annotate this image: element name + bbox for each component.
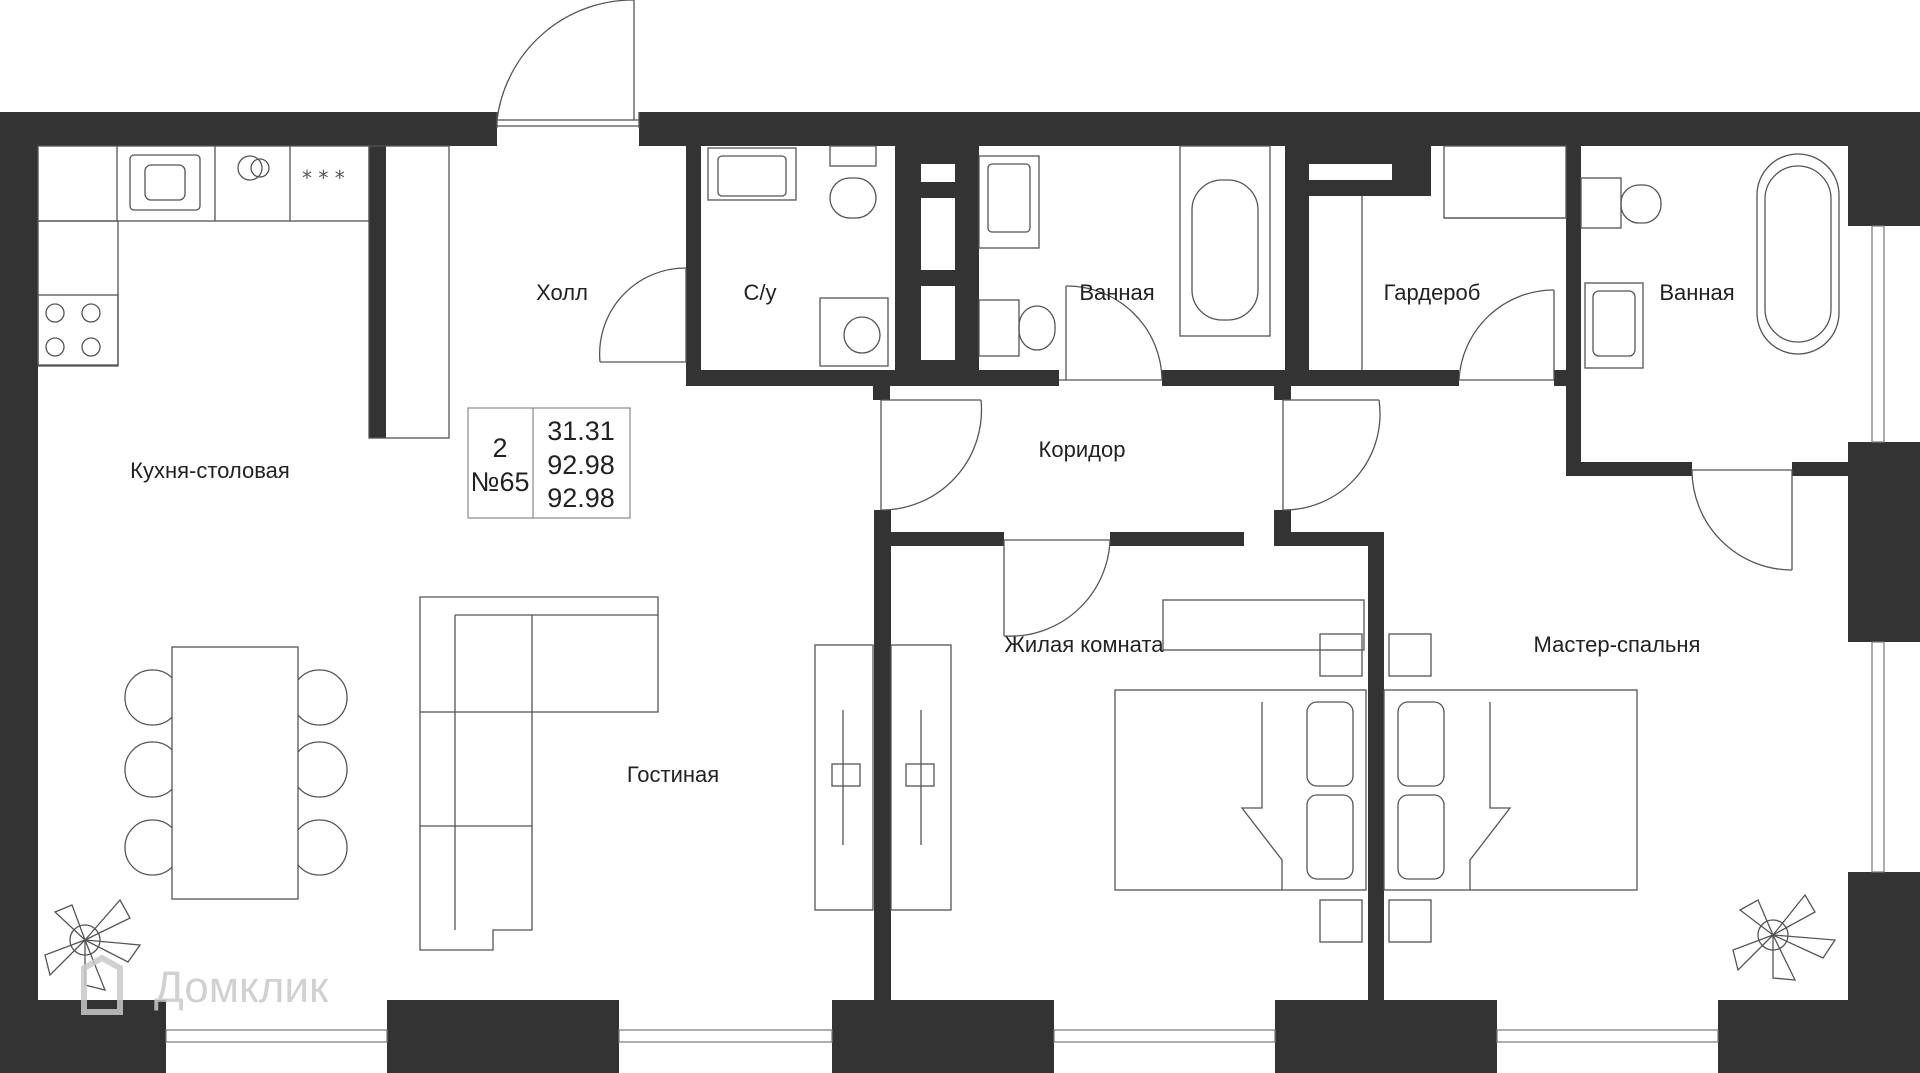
label-bath-1: Ванная — [1079, 280, 1154, 305]
apartment-number: №65 — [471, 467, 530, 497]
interior-walls — [369, 146, 1848, 1000]
label-kitchen: Кухня-столовая — [130, 458, 290, 483]
domclick-logo-icon — [81, 954, 123, 1015]
label-master: Мастер-спальня — [1534, 632, 1701, 657]
beds — [1114, 599, 1638, 943]
total-area-2: 92.98 — [547, 483, 615, 513]
tv-units — [814, 644, 952, 911]
svg-text:* * *: * * * — [302, 166, 345, 190]
plant-icon-left — [44, 898, 142, 991]
label-hall: Холл — [536, 280, 588, 305]
apartment-info: 2 №65 31.31 92.98 92.98 — [467, 407, 631, 519]
total-area: 92.98 — [547, 450, 615, 480]
sofa — [419, 596, 659, 951]
dining-set — [124, 646, 348, 900]
windows — [165, 225, 1885, 1043]
bathroom-fixtures — [707, 145, 1840, 370]
kitchen-fixtures: * * * — [37, 145, 450, 439]
rooms-count: 2 — [492, 433, 507, 463]
label-wardrobe: Гардероб — [1384, 280, 1481, 305]
label-wc: С/у — [744, 280, 777, 305]
watermark: Домклик — [81, 954, 329, 1015]
label-living: Гостиная — [627, 762, 719, 787]
room-labels: Кухня-столовая Холл С/у Ванная Гардероб … — [130, 280, 1735, 787]
outer-walls — [0, 112, 1920, 1073]
doors — [496, 0, 1793, 637]
living-area: 31.31 — [547, 416, 615, 446]
label-bedroom: Жилая комната — [1005, 632, 1165, 657]
watermark-text: Домклик — [154, 963, 329, 1012]
plant-icon-right — [1732, 893, 1837, 981]
label-bath-2: Ванная — [1659, 280, 1734, 305]
label-corridor: Коридор — [1039, 437, 1126, 462]
